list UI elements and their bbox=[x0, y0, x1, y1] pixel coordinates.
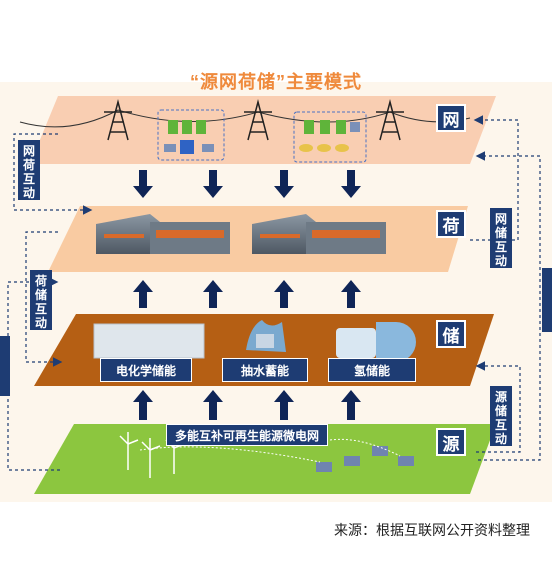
car-icon bbox=[317, 144, 331, 152]
solar-panel-icon bbox=[350, 122, 360, 132]
diagram-title: “源网荷储”主要模式 bbox=[190, 72, 362, 92]
source-note: 来源：根据互联网公开资料整理 bbox=[334, 523, 530, 539]
label-outer-right-interaction bbox=[542, 268, 552, 332]
microgrid-connection-lines bbox=[139, 438, 401, 463]
hydrogen-tank-icon bbox=[336, 322, 416, 362]
solar-array-icon bbox=[316, 446, 414, 472]
charger-icon bbox=[196, 120, 206, 134]
factory-building-icon bbox=[96, 214, 230, 254]
label-grid-load-interaction: 网荷互动 bbox=[18, 140, 40, 200]
factory-building-icon bbox=[252, 214, 386, 254]
label-outer-left-interaction bbox=[0, 336, 10, 396]
charger-icon bbox=[168, 120, 178, 134]
battery-container-icon bbox=[93, 323, 205, 359]
charger-icon bbox=[336, 120, 346, 134]
interaction-dashed-lines bbox=[7, 115, 541, 471]
layer-tag-grid: 网 bbox=[436, 104, 466, 132]
power-tower-icon bbox=[376, 99, 404, 141]
solar-panel-icon bbox=[202, 144, 214, 152]
label-source-storage-interaction: 源储互动 bbox=[490, 386, 512, 446]
flow-arrows-storage-to-load bbox=[133, 280, 361, 308]
label-electrochemical-storage: 电化学储能 bbox=[100, 358, 192, 382]
charger-icon bbox=[320, 120, 330, 134]
label-pumped-hydro-storage: 抽水蓄能 bbox=[222, 358, 308, 382]
flow-arrows-grid-to-load bbox=[133, 170, 361, 198]
solar-panel-icon bbox=[164, 144, 176, 152]
power-tower-icon bbox=[244, 99, 272, 141]
grid-layer-plane bbox=[30, 96, 496, 164]
charging-station-cluster bbox=[157, 109, 225, 161]
charger-icon bbox=[304, 120, 314, 134]
pumped-hydro-icon bbox=[246, 320, 286, 352]
car-icon bbox=[299, 144, 313, 152]
label-hydrogen-storage: 氢储能 bbox=[328, 358, 416, 382]
car-icon bbox=[335, 144, 349, 152]
ev-charging-cluster bbox=[293, 111, 367, 163]
layer-tag-source: 源 bbox=[436, 428, 466, 456]
battery-cabinet-icon bbox=[180, 140, 194, 154]
charger-icon bbox=[182, 120, 192, 134]
flow-arrows-source-to-storage bbox=[133, 390, 361, 420]
label-grid-storage-interaction: 网储互动 bbox=[490, 208, 512, 268]
power-tower-icon bbox=[104, 99, 132, 141]
layer-tag-storage: 储 bbox=[436, 320, 466, 348]
label-renewable-microgrid: 多能互补可再生能源微电网 bbox=[166, 424, 328, 446]
layer-tag-load: 荷 bbox=[436, 210, 466, 238]
label-load-storage-interaction: 荷储互动 bbox=[30, 270, 52, 330]
